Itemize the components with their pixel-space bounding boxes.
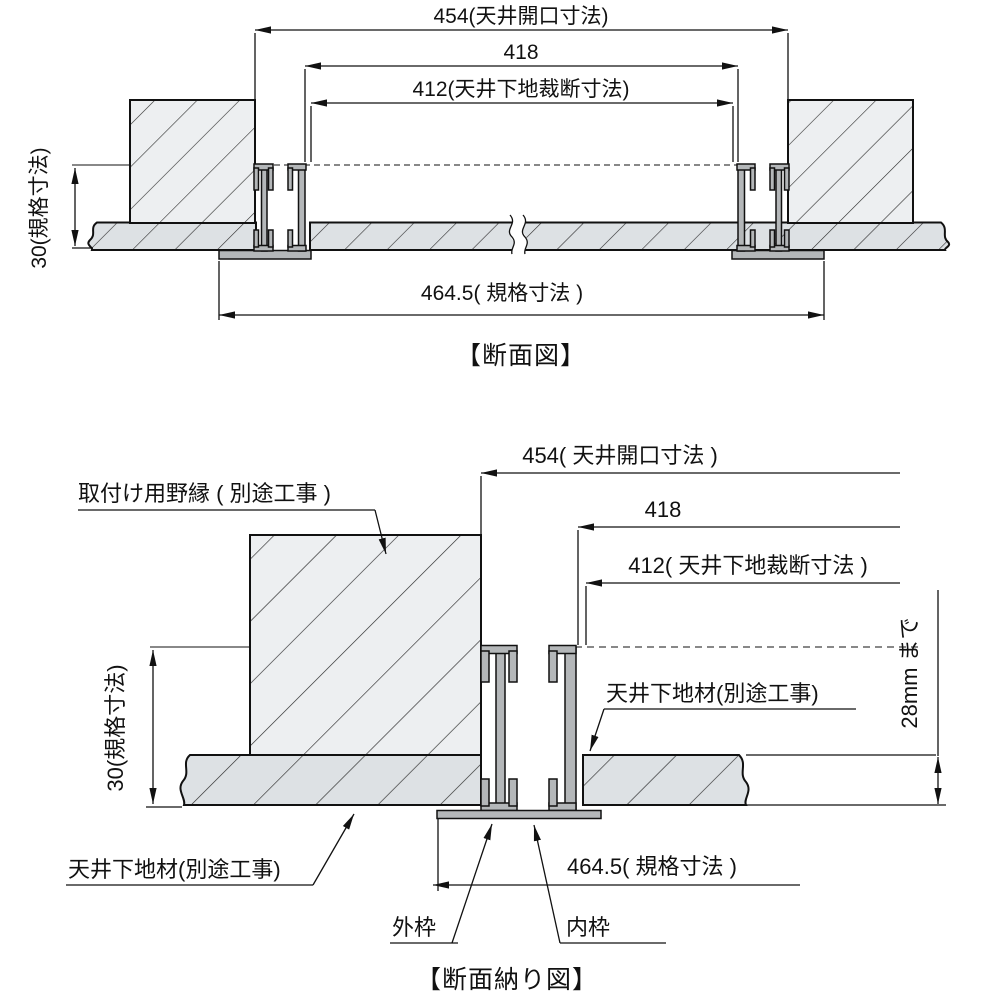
outer-frame-top-bar xyxy=(480,644,518,655)
ceiling-board-left xyxy=(87,221,257,251)
outer-frame-top-wall xyxy=(267,167,274,191)
dimension-label-28mm: 28mm まで xyxy=(897,617,922,728)
dimension-label-412-top: 412(天井下地裁断寸法) xyxy=(412,78,629,101)
outer-frame-top-bar xyxy=(253,163,274,171)
outer-frame-bottom-wall xyxy=(253,229,260,248)
break-symbol-right xyxy=(521,214,528,255)
inner-frame-bottom-prong xyxy=(287,229,294,248)
bottom-section-diagram: 454( 天井開口寸法 ) 418 412( 天井下地裁断寸法 ) 28mm ま… xyxy=(66,443,946,994)
outer-frame-web xyxy=(775,165,783,252)
inner-frame-web xyxy=(297,165,306,252)
frame-assembly-right xyxy=(731,163,825,260)
furring-block-left xyxy=(129,99,256,224)
dimension-label-464-5-top: 464.5( 規格寸法 ) xyxy=(421,282,583,305)
flange-plate xyxy=(731,249,825,260)
outer-frame-bottom-wall xyxy=(508,778,518,807)
inner-frame-top-bar xyxy=(736,163,756,171)
dimension-label-412-bottom: 412( 天井下地裁断寸法 ) xyxy=(628,553,868,578)
substrate-left-label: 天井下地材(別途工事) xyxy=(68,857,281,882)
dimension-label-418-bottom: 418 xyxy=(645,497,682,522)
dimension-label-30-bottom: 30(規格寸法) xyxy=(103,664,128,791)
inner-frame-bottom-prong xyxy=(548,778,558,807)
inner-frame-top-prong xyxy=(287,167,294,191)
inner-frame-bottom-prong xyxy=(749,229,756,248)
outer-frame-bottom-wall xyxy=(783,229,790,248)
ceiling-board-left xyxy=(179,754,482,806)
outer-frame-top-wall xyxy=(508,650,518,683)
dimension-label-464-5-bottom: 464.5( 規格寸法 ) xyxy=(567,854,737,879)
inner-frame-bottom-bar xyxy=(287,244,307,252)
outer-frame-top-bar xyxy=(769,163,790,171)
inner-frame-top-bar xyxy=(548,644,577,655)
ceiling-board-right xyxy=(582,754,750,806)
dimension-label-454-bottom: 454( 天井開口寸法 ) xyxy=(522,443,718,468)
outer-frame-bottom-bar xyxy=(253,244,274,252)
outer-frame-bottom-wall xyxy=(480,778,490,807)
furring-block-right xyxy=(787,99,914,224)
substrate-left-leader xyxy=(312,813,355,886)
outer-frame-top-wall xyxy=(253,167,260,191)
outer-frame-web xyxy=(260,165,268,252)
inner-frame-top-prong xyxy=(749,167,756,191)
outer-frame-bottom-wall xyxy=(267,229,274,248)
bottom-diagram-title: 【断面納り図】 xyxy=(416,966,598,994)
flange-plate xyxy=(436,809,602,820)
outer-frame-bottom-bar xyxy=(769,244,790,252)
flange-plate xyxy=(218,249,312,260)
substrate-right-label: 天井下地材(別途工事) xyxy=(606,681,819,706)
inner-frame-top-prong xyxy=(548,650,558,683)
outer-frame-bottom-wall xyxy=(769,229,776,248)
outer-frame-web xyxy=(495,647,506,811)
outer-frame-top-wall xyxy=(480,650,490,683)
outer-frame-top-wall xyxy=(769,167,776,191)
furring-leader-line xyxy=(374,509,387,555)
dimension-label-30-top: 30(規格寸法) xyxy=(28,147,51,268)
furring-label: 取付け用野縁 ( 別途工事 ) xyxy=(78,481,331,506)
top-diagram-title: 【断面図】 xyxy=(456,342,586,370)
frame-assembly-left xyxy=(218,163,312,260)
inner-frame-top-bar xyxy=(287,163,307,171)
furring-block xyxy=(249,534,482,756)
outer-frame-label: 外枠 xyxy=(392,915,436,940)
outer-frame-leader xyxy=(451,823,493,944)
outer-frame-top-wall xyxy=(783,167,790,191)
top-section-diagram: 454(天井開口寸法) 418 412(天井下地裁断寸法) 30(規格寸法) 4… xyxy=(28,5,951,370)
break-symbol-left xyxy=(508,214,515,255)
inner-frame-label: 内枠 xyxy=(566,915,610,940)
inner-frame-leader xyxy=(533,824,561,944)
frame-assembly xyxy=(436,644,602,820)
inner-frame-web xyxy=(737,165,746,252)
substrate-right-leader xyxy=(589,708,605,752)
break-symbol-gap xyxy=(509,210,528,257)
inner-frame-web xyxy=(564,647,577,811)
ceiling-board-right xyxy=(309,221,951,251)
inner-frame-bottom-bar xyxy=(736,244,756,252)
dimension-label-454-top: 454(天井開口寸法) xyxy=(433,5,608,28)
dimension-label-418-top: 418 xyxy=(503,41,538,64)
